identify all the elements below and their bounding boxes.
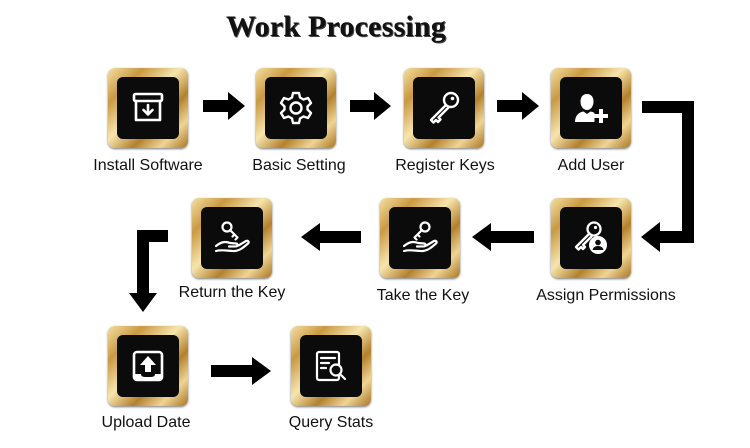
add-user-icon xyxy=(575,94,608,123)
arrow-elbow-right-down xyxy=(641,101,694,252)
step-label-register-keys: Register Keys xyxy=(395,157,495,174)
arrow-elbow-down xyxy=(129,230,168,312)
step-register-keys xyxy=(404,68,484,148)
step-label-take-the-key: Take the Key xyxy=(376,287,470,304)
step-label-add-user: Add User xyxy=(557,157,625,174)
step-label-install-software: Install Software xyxy=(93,157,203,174)
gear-icon xyxy=(279,91,313,125)
step-return-the-key xyxy=(192,198,272,278)
page-title: Work Processing xyxy=(226,10,446,43)
arrow-left-1 xyxy=(472,223,534,251)
step-label-return-the-key: Return the Key xyxy=(178,284,286,301)
step-label-query-stats: Query Stats xyxy=(288,414,374,431)
step-query-stats xyxy=(291,326,371,406)
document-search-icon xyxy=(315,350,347,382)
step-take-the-key xyxy=(380,198,460,278)
step-basic-setting xyxy=(256,68,336,148)
step-install-software xyxy=(108,68,188,148)
arrow-right-2 xyxy=(350,92,391,120)
arrow-left-2 xyxy=(301,223,361,251)
hand-key-return-icon xyxy=(214,221,250,253)
key-icon xyxy=(429,91,460,124)
step-label-upload-date: Upload Date xyxy=(101,414,191,431)
step-assign-permissions xyxy=(551,198,631,278)
arrow-right-3 xyxy=(497,92,539,120)
step-upload-date xyxy=(108,326,188,406)
arrow-right-1 xyxy=(203,92,245,120)
install-box-icon xyxy=(132,92,164,122)
hand-key-icon xyxy=(402,221,438,253)
step-label-assign-permissions: Assign Permissions xyxy=(536,287,676,304)
key-user-icon xyxy=(574,221,607,254)
upload-icon xyxy=(132,350,164,382)
step-add-user xyxy=(551,68,631,148)
step-label-basic-setting: Basic Setting xyxy=(252,157,346,174)
arrow-right-4 xyxy=(211,357,271,385)
